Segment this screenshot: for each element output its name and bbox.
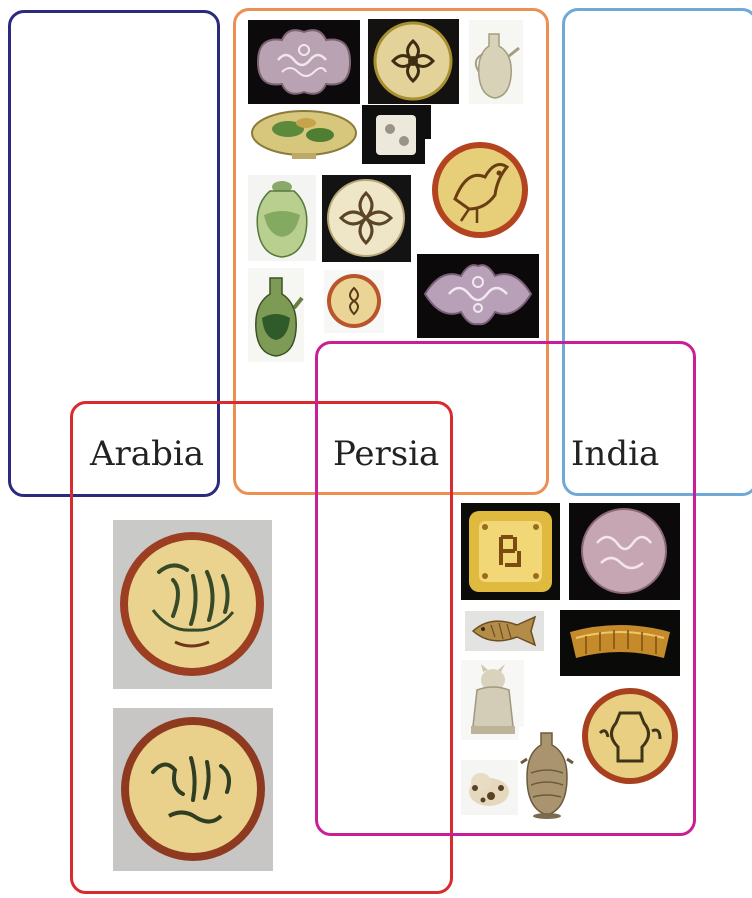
inscription-bowl-2-photo [113,708,273,871]
seated-animal-figure-photo [461,660,524,740]
square-swastika-dish-photo [461,503,560,600]
persia-region-frame [315,341,696,836]
animal-figurine-photo [461,760,518,815]
white-block-photo [362,105,431,164]
india-label: India [571,434,660,474]
bird-painted-dish-photo [425,139,536,242]
vase-painted-dish-photo [578,683,682,790]
india-region-frame [562,8,752,496]
white-ewer-photo [469,20,523,104]
lotus-lidded-box-photo [417,254,539,338]
stoneware-jar-photo [519,727,574,823]
round-lidded-box-photo [569,503,680,600]
gold-band-photo [560,610,680,676]
fish-ornament-photo [465,611,544,651]
persia-label: Persia [333,434,440,474]
green-spouted-ewer-photo [248,268,304,362]
lobed-flower-plate-photo [322,175,411,262]
lower-group-frame [70,401,453,894]
small-flower-dish-photo [324,270,384,333]
green-splashed-plate-photo [248,105,360,165]
arabia-label: Arabia [90,434,204,474]
lobed-lidded-box-photo [248,20,360,104]
flower-glazed-dish-photo [368,19,459,104]
arabia-region-frame [8,10,220,497]
green-glazed-jar-photo [248,175,316,261]
inscription-bowl-1-photo [113,520,272,689]
upper-group-frame [233,8,549,495]
